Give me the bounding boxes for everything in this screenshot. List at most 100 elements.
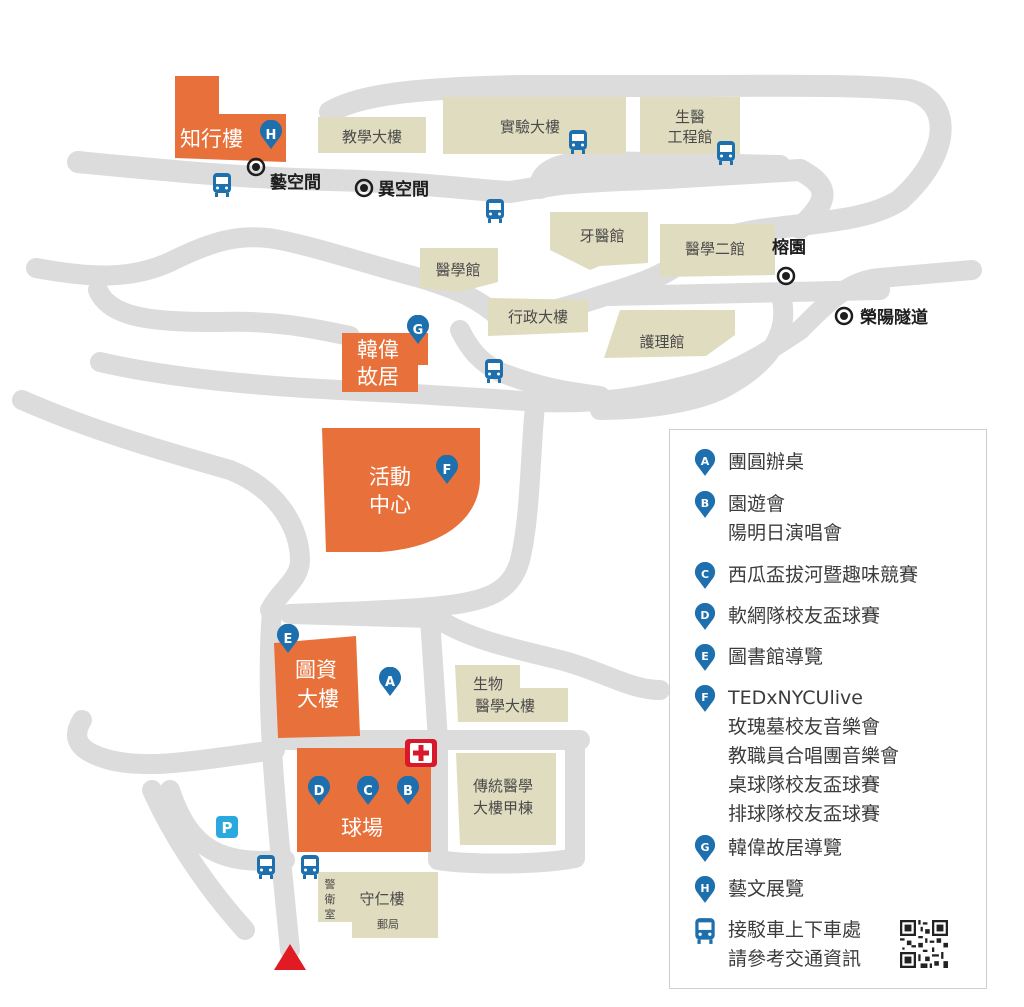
svg-text:D: D	[700, 609, 709, 622]
label-shengwu-1: 生物	[473, 675, 503, 693]
legend-panel: A 團圓辦桌 B 園遊會 陽明日演唱會 C 西瓜盃拔河暨趣味競賽 D 軟網隊校友…	[669, 429, 987, 989]
pin-G[interactable]: G	[407, 315, 429, 344]
pin-letter: H	[266, 128, 277, 143]
label-hanwei-2: 故居	[357, 365, 399, 389]
legend-text: 團圓辦桌	[728, 451, 805, 473]
parking-icon: P	[216, 816, 238, 838]
pin-C[interactable]: C	[357, 776, 379, 805]
label-huodong-1: 活動	[369, 465, 411, 489]
legend-text: 藝文展覽	[728, 878, 805, 900]
label-shengyi-2: 工程館	[667, 128, 712, 146]
label-xingzheng: 行政大樓	[508, 308, 568, 326]
venue-tuzi	[274, 636, 360, 738]
legend-text: 圖書館導覽	[728, 646, 824, 668]
svg-text:C: C	[701, 568, 709, 581]
label-huli: 護理館	[639, 333, 684, 351]
bus-icon	[257, 855, 275, 879]
pin-icon: F	[694, 685, 716, 712]
poi-circle-icon	[776, 266, 796, 286]
label-huodong-2: 中心	[369, 493, 411, 517]
pin-F[interactable]: F	[436, 455, 458, 484]
pin-E[interactable]: E	[277, 624, 299, 653]
legend-text: 園遊會	[728, 493, 786, 515]
label-jiaoxue: 教學大樓	[342, 128, 402, 146]
building-xingzheng	[488, 298, 588, 336]
pin-letter: C	[363, 784, 373, 799]
pin-H[interactable]: H	[260, 120, 282, 149]
building-yixue	[420, 248, 498, 292]
legend-text: 軟網隊校友盃球賽	[728, 605, 881, 627]
building-yixue2	[660, 224, 775, 277]
legend-item-D: D 軟網隊校友盃球賽	[694, 602, 880, 631]
label-shengwu-2: 醫學大樓	[475, 697, 535, 715]
pin-icon: H	[694, 876, 716, 903]
svg-text:A: A	[701, 455, 710, 468]
legend-text: 西瓜盃拔河暨趣味競賽	[728, 564, 919, 586]
legend-item-E: E 圖書館導覽	[694, 643, 823, 672]
label-yixue: 醫學館	[435, 261, 480, 279]
label-yayi: 牙醫館	[579, 227, 624, 245]
label-youju: 郵局	[377, 918, 399, 931]
pin-letter: G	[413, 323, 424, 338]
building-chuantong	[456, 753, 556, 845]
qr-code-icon[interactable]	[900, 920, 948, 968]
label-qiuchang: 球場	[341, 816, 383, 840]
building-huli	[604, 310, 735, 358]
legend-text: 玫瑰墓校友音樂會	[728, 716, 881, 738]
label-yikongjian: 藝空間	[270, 172, 321, 193]
legend-text: 桌球隊校友盃球賽	[728, 774, 881, 796]
building-jiaoxue	[318, 117, 426, 153]
label-rongyuan: 榕園	[772, 237, 806, 258]
label-yixue2: 醫學二館	[685, 240, 745, 258]
bus-icon	[486, 199, 504, 223]
legend-item-G: G 韓偉故居導覽	[694, 834, 842, 863]
road-network	[12, 74, 982, 960]
legend-item-B: B 園遊會 陽明日演唱會	[694, 490, 842, 548]
legend-text: 請參考交通資訊	[728, 948, 862, 970]
label-shengyi-1: 生醫	[675, 108, 705, 126]
label-tuzi-2: 大樓	[297, 687, 339, 711]
pin-D[interactable]: D	[308, 776, 330, 805]
legend-item-F: F TEDxNYCUlive 玫瑰墓校友音樂會 教職員合唱團音樂會 桌球隊校友盃…	[694, 684, 899, 829]
bus-icon	[695, 918, 715, 944]
label-tuzi-1: 圖資	[295, 658, 337, 682]
pin-icon: E	[694, 644, 716, 671]
building-yayi	[550, 212, 648, 270]
label-shiyan: 實驗大樓	[500, 118, 560, 136]
pin-icon: C	[694, 562, 716, 589]
pin-letter: A	[385, 675, 395, 690]
building-shouren	[318, 872, 438, 938]
venue-hanwei	[342, 333, 428, 392]
poi-circle-icon	[834, 306, 854, 326]
label-hanwei-1: 韓偉	[357, 338, 399, 362]
label-chuantong-1: 傳統醫學	[473, 777, 533, 795]
legend-item-A: A 團圓辦桌	[694, 448, 804, 477]
label-rongyang: 榮陽隧道	[860, 307, 928, 328]
pin-letter: B	[403, 784, 413, 799]
label-chuantong-2: 大樓甲棟	[473, 799, 533, 817]
label-jingwei-2: 衛	[325, 893, 336, 906]
bus-icon	[213, 173, 231, 197]
svg-text:G: G	[700, 841, 709, 854]
pin-icon: D	[694, 603, 716, 630]
pin-letter: F	[443, 463, 452, 478]
entrance-triangle-icon	[274, 944, 306, 970]
pin-letter: E	[284, 632, 293, 647]
venue-huodong	[322, 428, 480, 552]
label-jingwei-3: 室	[325, 907, 336, 921]
label-zhixing: 知行樓	[180, 127, 243, 151]
legend-text: 韓偉故居導覽	[728, 837, 843, 859]
svg-text:E: E	[701, 650, 709, 663]
legend-text: 陽明日演唱會	[728, 522, 843, 544]
legend-text: TEDxNYCUlive	[728, 687, 863, 709]
pin-letter: D	[314, 784, 325, 799]
label-shouren: 守仁樓	[359, 890, 404, 908]
event-pins: H G F E A D C B	[260, 120, 458, 805]
legend-item-bus: 接駁車上下車處 請參考交通資訊	[694, 916, 861, 974]
first-aid-icon	[405, 739, 437, 767]
pin-A[interactable]: A	[379, 667, 401, 696]
pin-B[interactable]: B	[397, 776, 419, 805]
label-jingwei-1: 警	[325, 877, 336, 891]
building-shiyan	[443, 97, 626, 154]
